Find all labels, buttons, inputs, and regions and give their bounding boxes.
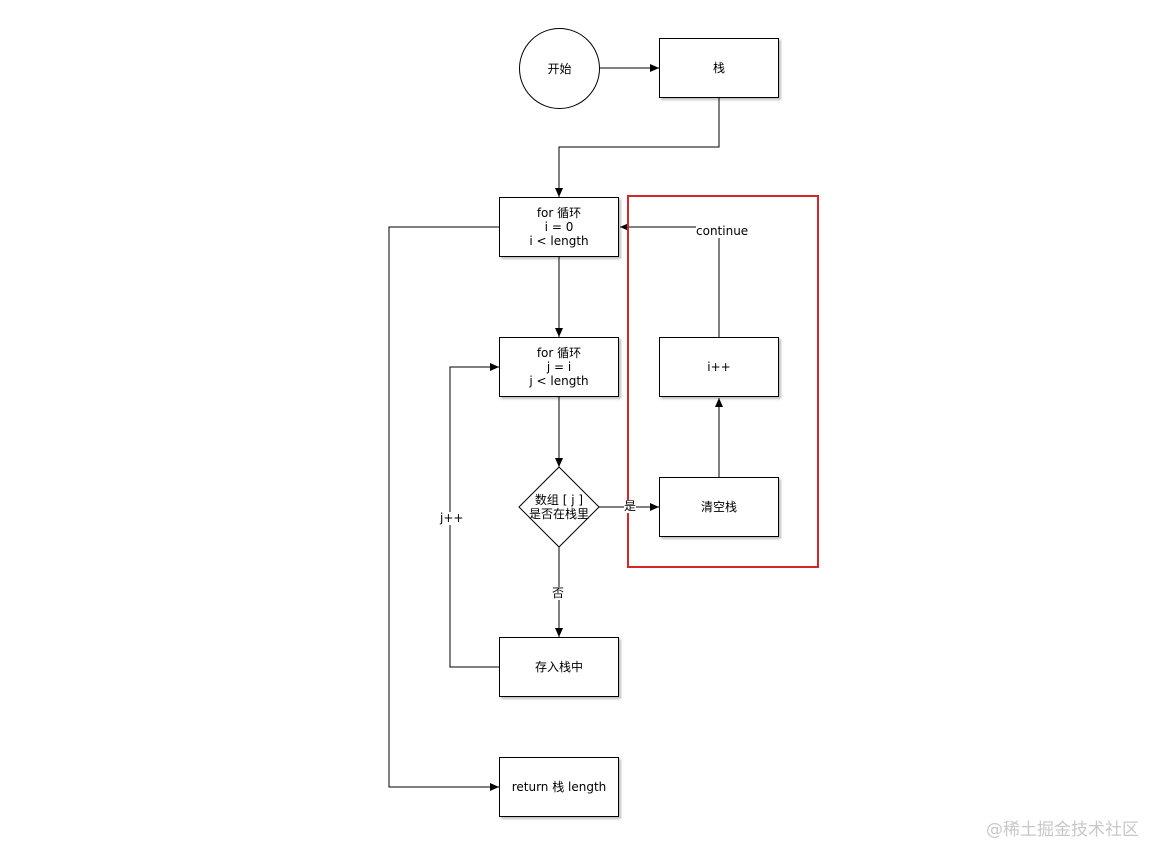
inner-loop-node: for 循环 j = i j < length — [499, 337, 619, 397]
start-label: 开始 — [547, 61, 572, 76]
return-node: return 栈 length — [499, 757, 619, 817]
clear-stack-label: 清空栈 — [700, 500, 737, 514]
edge-stack-to-outer-loop — [555, 98, 720, 197]
increment-i-label: i++ — [707, 360, 731, 374]
highlight-frame — [627, 195, 819, 568]
return-label: return 栈 length — [511, 780, 607, 794]
decision-diamond — [518, 466, 600, 548]
continue-label: continue — [696, 224, 749, 238]
increment-i-node: i++ — [659, 337, 779, 397]
watermark: @稀土掘金技术社区 — [986, 820, 1139, 840]
edge-outer-to-return — [388, 226, 499, 791]
push-stack-label: 存入栈中 — [534, 660, 583, 674]
no-label: 否 — [552, 586, 565, 600]
outer-loop-label: for 循环 i = 0 i < length — [529, 206, 589, 248]
stack-label: 栈 — [712, 61, 725, 75]
yes-label: 是 — [624, 499, 637, 513]
start-node: 开始 — [519, 28, 600, 109]
inner-loop-label: for 循环 j = i j < length — [529, 346, 589, 388]
decision-label: 数组 [ j ] 是否在栈里 — [528, 493, 589, 521]
outer-loop-node: for 循环 i = 0 i < length — [499, 197, 619, 257]
stack-node: 栈 — [659, 38, 779, 98]
clear-stack-node: 清空栈 — [659, 477, 779, 537]
push-stack-node: 存入栈中 — [499, 637, 619, 697]
j-increment-label: j++ — [440, 511, 464, 525]
